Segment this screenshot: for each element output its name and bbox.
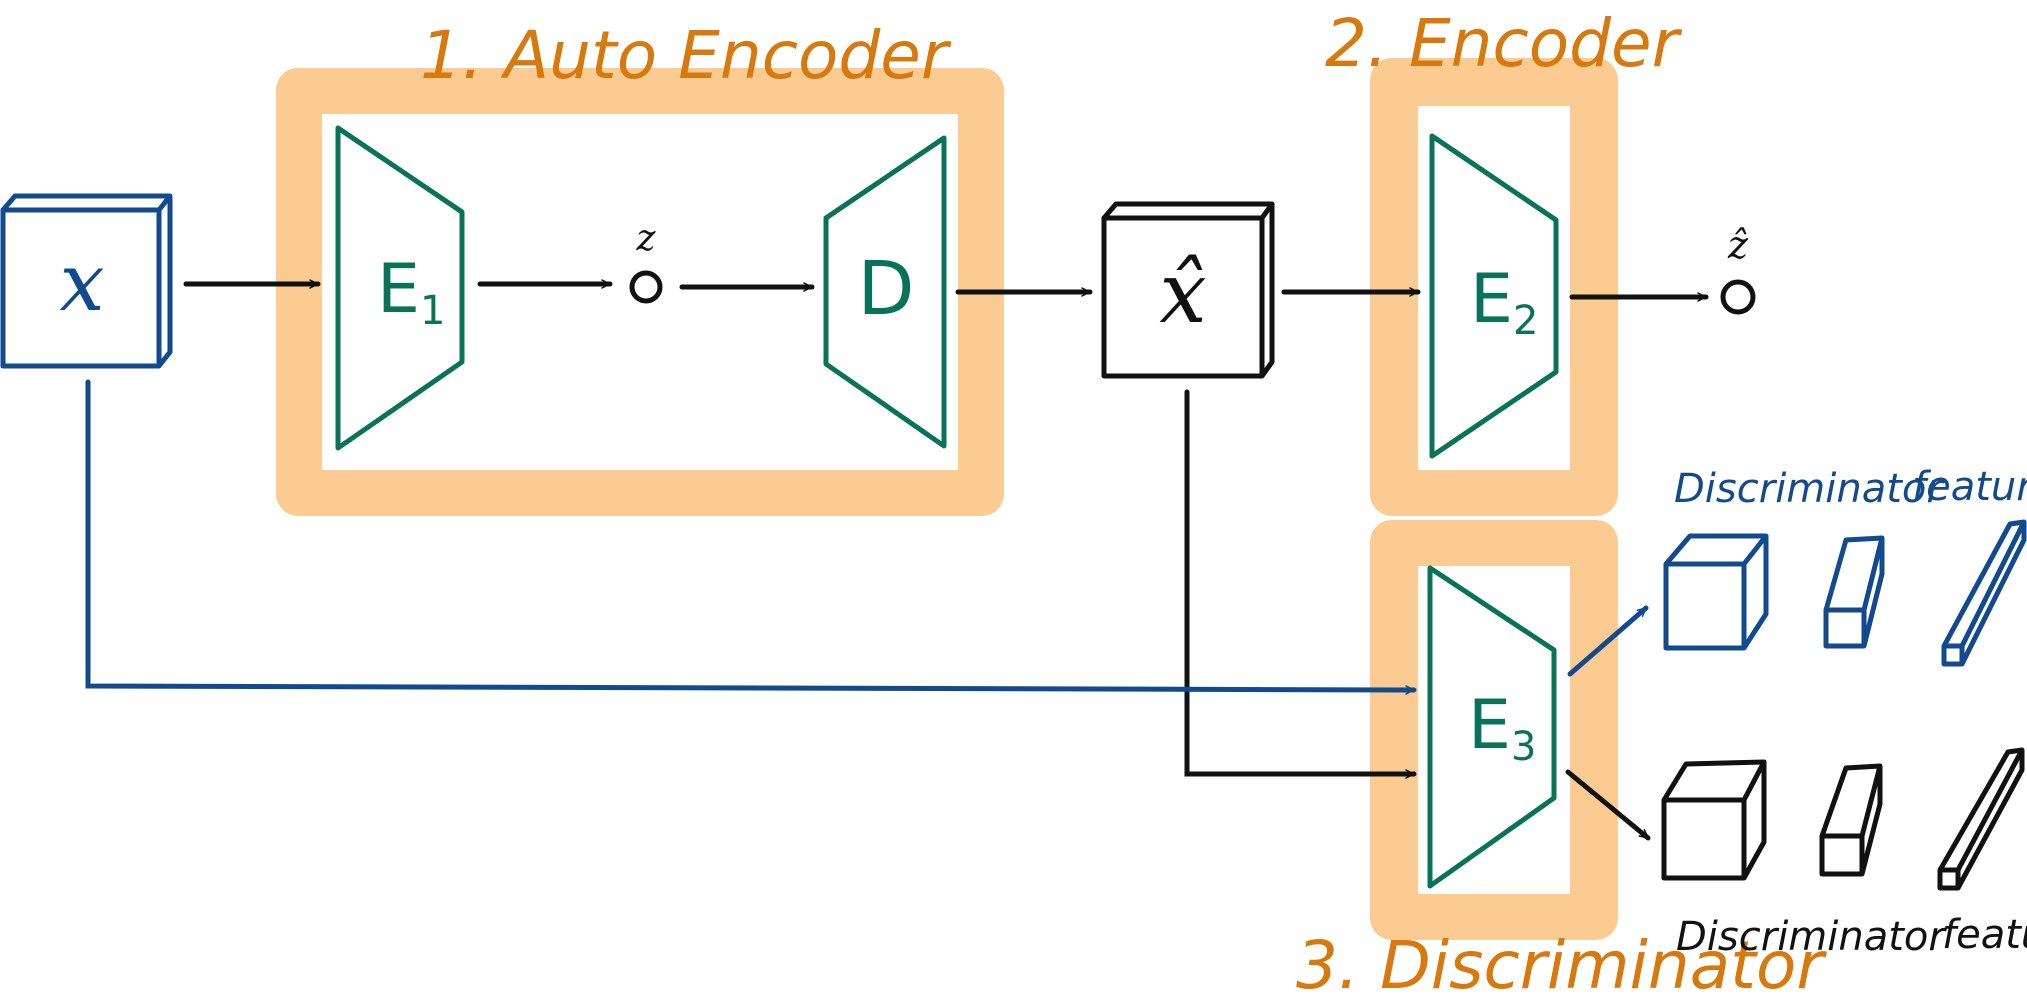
latent-z-node bbox=[629, 270, 663, 304]
e1-label: E1 bbox=[377, 250, 445, 334]
flow-arrows bbox=[183, 279, 1709, 841]
fake-feature-shapes bbox=[1661, 747, 2025, 891]
discriminator-title: 3. Discriminator bbox=[1296, 927, 1827, 1000]
fake-feature-caption: feature bbox=[1942, 912, 2027, 958]
encoder-e2-block bbox=[1429, 133, 1559, 459]
decoder-block bbox=[823, 135, 947, 449]
encoder-title: 2. Encoder bbox=[1325, 5, 1683, 82]
real-feature-caption: feature bbox=[1912, 464, 2027, 510]
real-feature-shapes bbox=[1663, 519, 2027, 667]
input-skip-arrows bbox=[85, 379, 1649, 695]
real-discriminator-caption: Discriminator bbox=[1674, 466, 1945, 512]
decoder-label: D bbox=[858, 246, 915, 332]
reconstructed-image-box bbox=[1101, 201, 1275, 379]
latent-z-label: z bbox=[636, 218, 657, 259]
e2-label: E2 bbox=[1470, 260, 1538, 344]
input-image-box bbox=[0, 193, 173, 369]
latent-z-hat-label: ẑ bbox=[1727, 223, 1749, 267]
autoencoder-title: 1. Auto Encoder bbox=[420, 17, 952, 94]
latent-z-hat-node bbox=[1720, 279, 1756, 315]
encoder-e1-block bbox=[335, 125, 465, 451]
reconstructed-label: x̂ bbox=[1159, 244, 1206, 342]
fake-discriminator-caption: Discriminator bbox=[1676, 914, 1947, 960]
encoder-e3-block bbox=[1427, 565, 1557, 889]
e3-label: E3 bbox=[1468, 686, 1536, 770]
input-label: x bbox=[59, 236, 104, 329]
